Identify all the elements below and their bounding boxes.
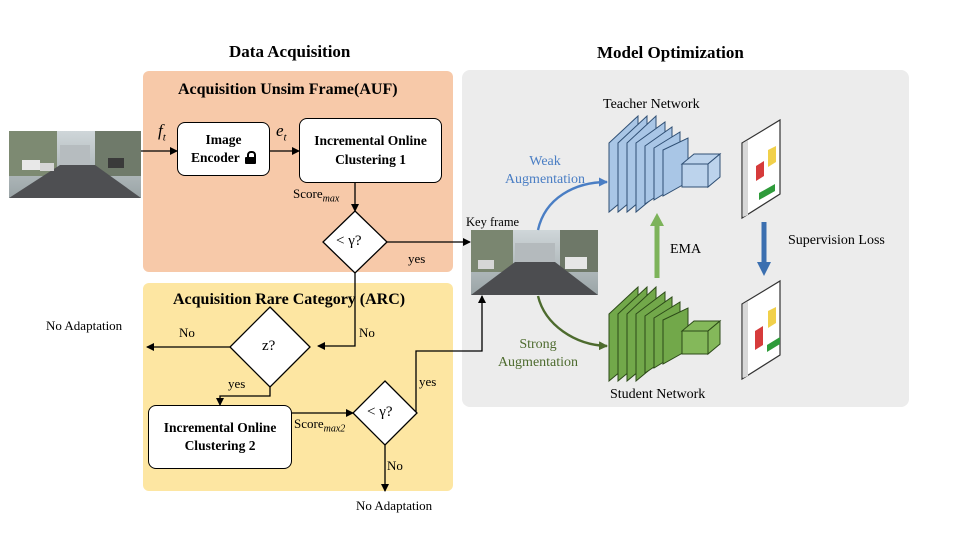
image-encoder-line1: Image [205,131,242,147]
input-frame-image [9,131,141,198]
score-max2-label: Scoremax2 [294,416,346,435]
auf-title: Acquisition Unsim Frame(AUF) [178,81,398,98]
embedding-label: et [276,121,287,144]
no-adaptation-left: No Adaptation [46,318,123,333]
teacher-network-label: Teacher Network [603,97,700,112]
decision-1-text: < γ? [336,233,362,249]
score-max-label: Scoremax [293,186,340,205]
key-frame-label: Key frame [466,215,520,229]
arc-yes-up-label: yes [419,374,437,389]
lock-icon [244,151,256,164]
auf-no-label: No [359,325,375,340]
supervision-loss-label: Supervision Loss [788,233,885,248]
student-network-label: Student Network [610,387,706,402]
arc-no-down-label: No [387,458,403,473]
student-network-graphic [608,285,722,383]
teacher-network-graphic [608,114,722,214]
auf-yes-label: yes [408,251,426,266]
clustering-1-line2: Clustering 1 [335,151,406,167]
decision-diamond-z [229,306,311,388]
clustering-2-line1: Incremental Online [163,419,277,435]
arc-no-left-label: No [179,325,195,340]
arc-yes-down-label: yes [228,376,246,391]
strong-augmentation-label: Strong Augmentation [497,337,579,371]
clustering-2-line2: Clustering 2 [184,438,256,453]
key-frame-image [471,230,598,295]
weak-augmentation-label: Weak Augmentation [504,154,586,188]
ema-label: EMA [670,242,702,257]
decision-diamond-1 [322,210,388,274]
model-optimization-heading: Model Optimization [597,43,744,62]
clustering-1-box: Incremental Online Clustering 1 [299,118,442,183]
clustering-2-box: Incremental Online Clustering 2 [148,405,292,469]
input-frame-label: ft [158,121,166,144]
clustering-1-line1: Incremental Online [314,133,427,149]
teacher-output-map [741,118,781,220]
image-encoder-line2: Encoder [191,150,240,165]
decision-diamond-2 [352,380,418,446]
image-encoder-box: Image Encoder [177,122,270,176]
data-acquisition-heading: Data Acquisition [229,42,351,61]
arc-title: Acquisition Rare Category (ARC) [173,291,406,308]
decision-z-text: z? [262,338,276,354]
student-output-map [741,279,781,381]
no-adaptation-bottom: No Adaptation [356,498,433,513]
decision-2-text: < γ? [367,404,393,420]
